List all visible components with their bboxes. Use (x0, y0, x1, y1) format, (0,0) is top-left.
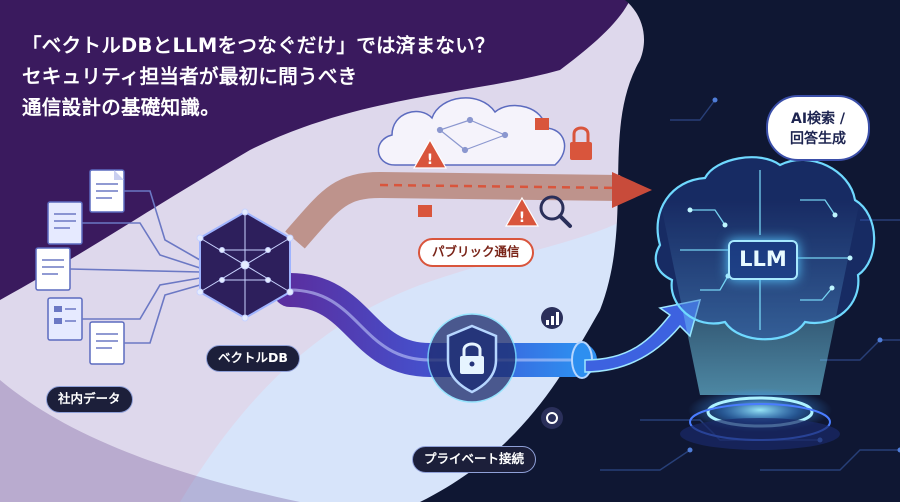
public-route-path (285, 171, 621, 249)
padlock-icon (570, 126, 592, 160)
arrow-right-icon (612, 172, 652, 208)
warning-icon: ! (412, 138, 448, 169)
data-badge-icon (541, 407, 563, 429)
document-icon (35, 247, 71, 291)
title-line-3: 通信設計の基礎知識。 (22, 96, 221, 119)
document-stack (35, 169, 125, 365)
shield-lock-icon (427, 313, 517, 403)
document-icon (89, 321, 125, 365)
document-icon (89, 169, 125, 213)
document-icon (47, 201, 83, 245)
chart-badge-icon (541, 307, 563, 329)
title-line-2: セキュリティ担当者が最初に問うべき (22, 65, 358, 88)
svg-text:!: ! (427, 152, 433, 168)
flag-icon (418, 118, 549, 217)
vector-db-network-icon (196, 208, 294, 322)
llm-label: LLM (728, 240, 798, 280)
warning-icon: ! (504, 196, 540, 227)
internal-data-label: 社内データ (46, 386, 133, 413)
document-icon (47, 297, 83, 341)
ai-bubble-line-1: AI検索 / (790, 111, 846, 127)
magnifier-icon (539, 195, 572, 228)
title-line-1: 「ベクトルDBとLLMをつなぐだけ」では済まない？ (22, 34, 495, 57)
purple-foot-region (0, 380, 300, 502)
svg-text:!: ! (519, 210, 525, 226)
page-title: 「ベクトルDBとLLMをつなぐだけ」では済まない？ セキュリティ担当者が最初に問… (22, 30, 495, 123)
vector-db-label: ベクトルDB (206, 345, 300, 372)
public-comm-label: パブリック通信 (418, 238, 534, 267)
ai-output-bubble: AI検索 / 回答生成 (766, 95, 870, 161)
ai-bubble-line-2: 回答生成 (790, 131, 846, 147)
cloud-network-icon (436, 116, 509, 154)
document-connectors (69, 190, 201, 344)
private-conn-label: プライベート接続 (412, 446, 537, 473)
